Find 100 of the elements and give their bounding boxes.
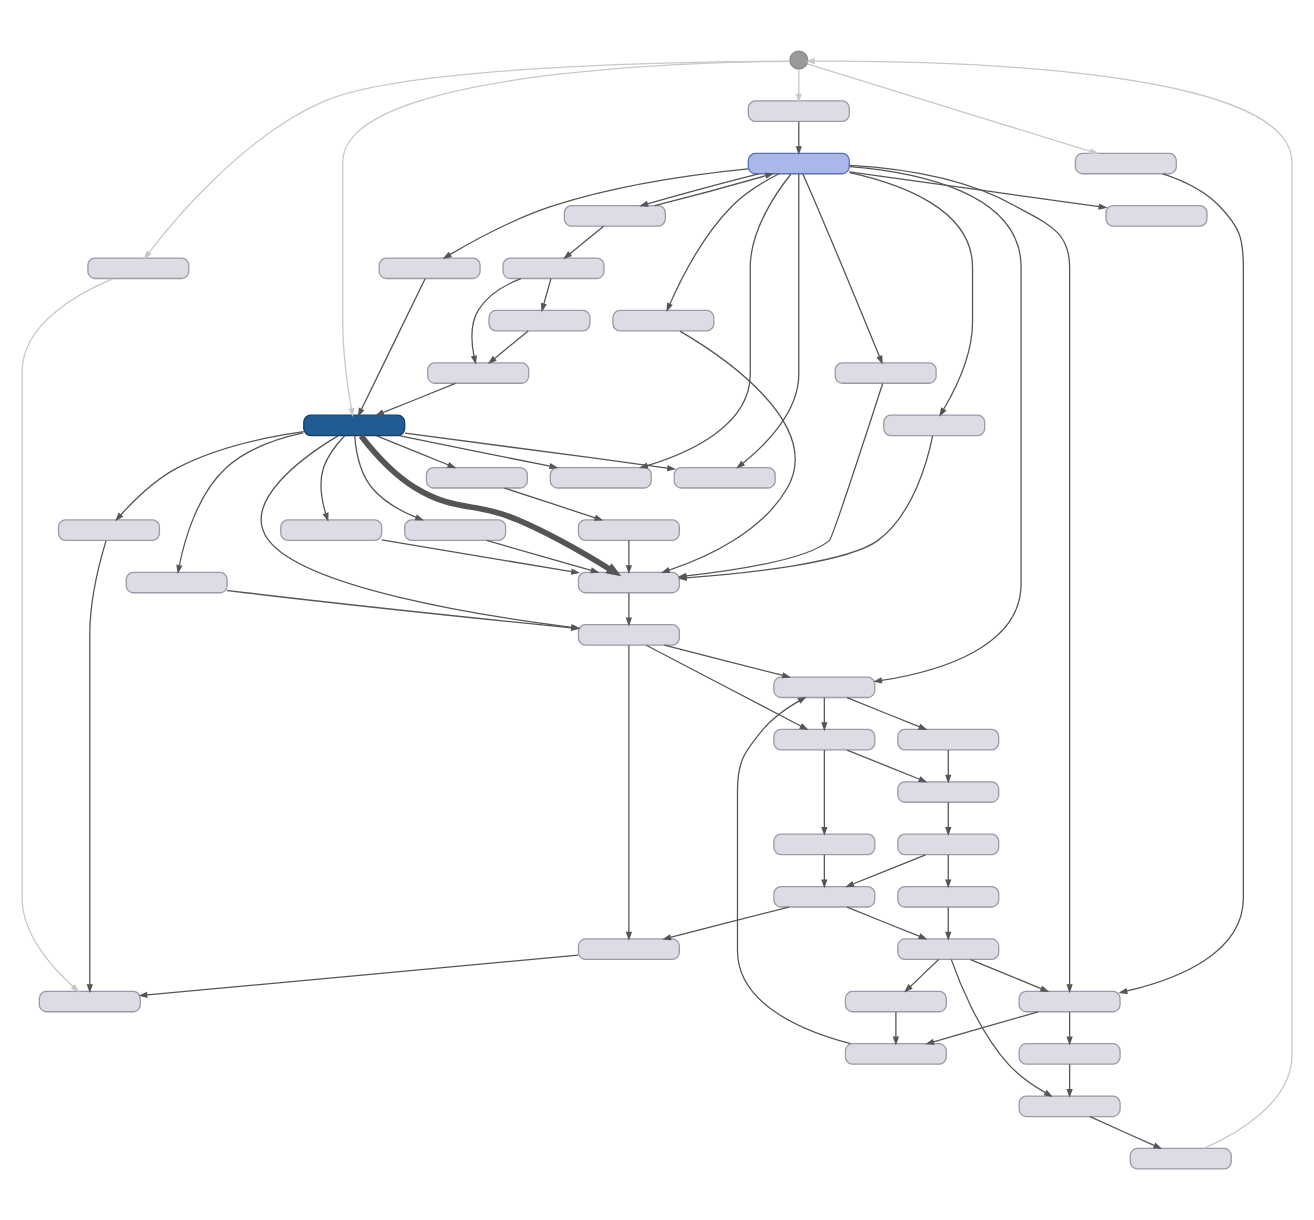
node-box <box>577 624 680 646</box>
arrow <box>660 330 796 574</box>
node-box <box>378 257 481 280</box>
node-box <box>1074 152 1177 175</box>
node-box <box>1018 1043 1121 1065</box>
arrow <box>1066 1063 1073 1098</box>
node-box <box>57 519 161 541</box>
arrow <box>821 697 828 732</box>
arrow <box>342 60 791 418</box>
arrow <box>821 854 828 889</box>
arrow <box>320 435 346 522</box>
node-box <box>87 257 190 280</box>
node-box <box>577 519 680 541</box>
arrow <box>848 171 974 417</box>
arrow <box>115 431 305 522</box>
arrow <box>795 120 802 156</box>
arrow <box>260 435 581 631</box>
node-box <box>673 466 776 489</box>
arrow <box>945 906 952 941</box>
arrow <box>805 58 1293 1150</box>
arrow <box>625 539 633 575</box>
arrow <box>381 539 581 575</box>
node-box <box>549 466 652 489</box>
arrow <box>848 171 1108 210</box>
node-box <box>38 990 141 1013</box>
arrow <box>849 165 1022 684</box>
arrow <box>176 432 304 574</box>
node-box <box>563 205 666 227</box>
arrow <box>945 801 952 836</box>
node-box <box>404 519 507 541</box>
arrow <box>736 173 800 469</box>
arrow <box>846 749 928 783</box>
arrow <box>639 173 760 207</box>
arrow <box>806 63 1099 155</box>
arrow <box>1118 173 1244 994</box>
arrow <box>1066 1011 1073 1046</box>
arrow <box>540 278 552 313</box>
arrow <box>666 173 780 312</box>
arrow <box>945 749 952 784</box>
arrow <box>354 435 425 521</box>
arrow <box>950 959 1053 1097</box>
arrow <box>645 644 809 731</box>
arrow <box>503 487 604 521</box>
arrow <box>1089 1116 1163 1150</box>
arrow <box>662 906 790 941</box>
node-box <box>844 1043 947 1065</box>
node-box <box>577 571 680 594</box>
node-box <box>773 676 876 699</box>
arrow <box>625 644 633 941</box>
arrow <box>892 1011 900 1046</box>
node-box <box>1105 205 1208 227</box>
arrow <box>358 434 622 577</box>
node-circle <box>789 50 809 70</box>
arrow <box>795 68 802 103</box>
arrow <box>802 173 883 365</box>
arrow <box>563 225 605 260</box>
node-box <box>612 309 715 332</box>
node-box <box>834 362 937 384</box>
arrow <box>846 697 928 731</box>
arrow <box>904 958 940 993</box>
node-box <box>883 414 986 437</box>
node-box <box>577 938 680 961</box>
node-box <box>773 885 876 908</box>
arrow <box>398 435 559 470</box>
arrow <box>138 954 579 999</box>
arrow <box>376 435 457 469</box>
node-box <box>747 152 850 175</box>
node-box <box>897 781 1000 803</box>
node-box <box>427 362 530 384</box>
arrow <box>969 958 1050 992</box>
node-box <box>488 309 591 332</box>
arrow <box>375 382 457 416</box>
arrow <box>226 589 580 631</box>
node-box <box>773 728 876 751</box>
arrow <box>736 696 852 1045</box>
node-box <box>1018 1095 1121 1118</box>
arrow <box>846 906 928 940</box>
arrow <box>21 278 114 993</box>
arrow <box>486 539 600 574</box>
node-box <box>1018 990 1121 1013</box>
arrow <box>625 592 633 627</box>
arrow <box>442 168 749 259</box>
arrow <box>663 644 792 679</box>
arrow <box>470 277 522 365</box>
arrow <box>821 749 828 836</box>
node-box <box>280 519 383 541</box>
node-box <box>844 990 947 1013</box>
node-box <box>425 466 528 489</box>
node-box <box>773 833 876 856</box>
node-box <box>502 257 605 280</box>
node-box <box>897 938 1000 961</box>
node-box <box>303 414 406 437</box>
node-box <box>747 100 850 122</box>
arrow <box>945 854 952 889</box>
node-box <box>897 833 1000 856</box>
arrow <box>357 278 426 417</box>
arrow <box>654 172 775 207</box>
node-box <box>125 571 228 594</box>
arrow <box>925 1011 1039 1045</box>
arrow <box>845 854 927 888</box>
